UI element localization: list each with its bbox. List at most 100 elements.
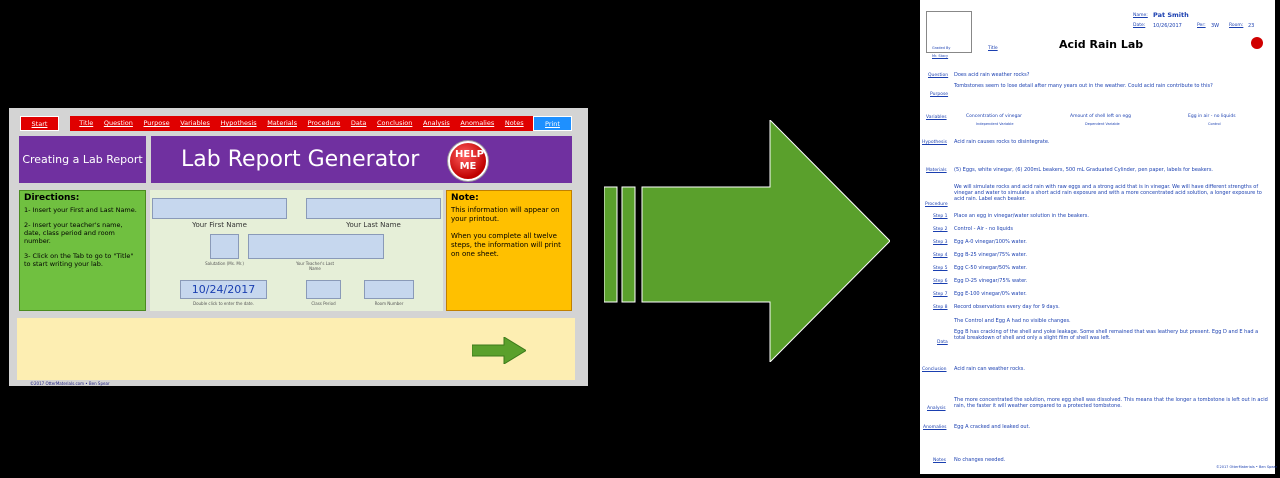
conclusion-label: Conclusion bbox=[922, 367, 947, 372]
dependent-variable: Amount of shell left on egg bbox=[1070, 114, 1132, 119]
anomalies-text: Egg A cracked and leaked out. bbox=[954, 424, 1031, 430]
direction-step: 3- Click on the Tab to go to "Title" to … bbox=[24, 252, 134, 268]
tab-notes[interactable]: Notes bbox=[504, 119, 524, 127]
tab-variables[interactable]: Variables bbox=[180, 119, 210, 127]
page-title: Lab Report Generator bbox=[151, 136, 572, 183]
data-text: The Control and Egg A had no visible cha… bbox=[954, 318, 1071, 324]
first-name-label: Your First Name bbox=[192, 221, 247, 229]
tab-procedure[interactable]: Procedure bbox=[307, 119, 341, 127]
teacher-name-input[interactable] bbox=[248, 234, 384, 259]
next-arrow-button[interactable] bbox=[472, 337, 526, 364]
anomalies-label: Anomalies bbox=[923, 425, 947, 430]
printout-footer: ©2017 OtterMaterials • Ben Spear bbox=[1216, 465, 1278, 469]
copyright-footer: ©2017 OtterMaterials.com • Ben Spear bbox=[30, 381, 110, 386]
note-heading: Note: bbox=[451, 193, 479, 203]
step-label: Step 4 bbox=[933, 253, 948, 258]
help-me-button[interactable]: HELP ME bbox=[448, 141, 488, 181]
step-text: Egg B-25 vinegar/75% water. bbox=[954, 252, 1027, 258]
graded-by-label: Graded By bbox=[932, 46, 951, 50]
tab-anomalies[interactable]: Anomalies bbox=[460, 119, 495, 127]
class-period-label: Class Period bbox=[311, 301, 336, 306]
step-text: Egg D-25 vinegar/75% water. bbox=[954, 278, 1028, 284]
student-name: Pat Smith bbox=[1153, 11, 1189, 19]
period-label: Per: bbox=[1197, 23, 1206, 28]
tab-start[interactable]: Start bbox=[20, 116, 59, 131]
tab-bar: Start Title Question Purpose Variables H… bbox=[17, 116, 575, 131]
last-name-input[interactable] bbox=[306, 198, 441, 219]
variables-label: Variables bbox=[926, 115, 947, 120]
direction-step: 1- Insert your First and Last Name. bbox=[24, 206, 137, 214]
period-value: 3W bbox=[1211, 23, 1220, 29]
notes-text: No changes needed. bbox=[954, 457, 1006, 463]
direction-step: 2- Insert your teacher's name, date, cla… bbox=[24, 221, 123, 245]
printout-sheet: Graded By Mr. Stacy Name: Pat Smith Date… bbox=[920, 0, 1278, 474]
step-text: Control - Air - no liquids bbox=[954, 226, 1014, 232]
tab-materials[interactable]: Materials bbox=[267, 119, 297, 127]
note-panel: Note: This information will appear on yo… bbox=[446, 190, 572, 311]
room-number-input[interactable] bbox=[364, 280, 414, 299]
tab-title[interactable]: Title bbox=[79, 119, 94, 127]
salutation-label: Salutation (Ms. Mr.) bbox=[205, 261, 244, 266]
purpose-text: Tombstones seem to lose detail after man… bbox=[954, 83, 1213, 89]
procedure-text: We will simulate rocks and acid rain wit… bbox=[954, 184, 1262, 202]
date-field[interactable]: 10/24/2017 bbox=[180, 280, 267, 299]
room-label: Room: bbox=[1229, 23, 1244, 28]
tab-conclusion[interactable]: Conclusion bbox=[376, 119, 413, 127]
name-label: Name: bbox=[1133, 13, 1148, 18]
help-label: HELP ME bbox=[455, 149, 484, 172]
analysis-text: The more concentrated the solution, more… bbox=[954, 397, 1268, 409]
photo-box bbox=[926, 11, 972, 53]
data-label: Data bbox=[937, 340, 948, 345]
date-label: Date: bbox=[1133, 23, 1146, 28]
notes-label: Notes bbox=[933, 458, 946, 463]
student-info-form: Your First Name Your Last Name Salutatio… bbox=[150, 190, 443, 311]
step-label: Step 6 bbox=[933, 279, 948, 284]
hypothesis-text: Acid rain causes rocks to disintegrate. bbox=[954, 139, 1050, 145]
step-text: Record observations every day for 9 days… bbox=[954, 304, 1060, 310]
teacher-name-label: Your Teacher's Last Name bbox=[295, 261, 335, 271]
help-badge-icon bbox=[1251, 37, 1263, 49]
hypothesis-label: Hypothesis bbox=[922, 140, 947, 145]
tab-question[interactable]: Question bbox=[103, 119, 133, 127]
step-label: Step 5 bbox=[933, 266, 948, 271]
data-text: Egg B has cracking of the shell and yoke… bbox=[954, 329, 1259, 341]
step-label: Step 8 bbox=[933, 305, 948, 310]
analysis-label: Analysis bbox=[927, 406, 946, 411]
tab-hypothesis[interactable]: Hypothesis bbox=[220, 119, 257, 127]
step-label: Step 1 bbox=[933, 214, 948, 219]
step-label: Step 2 bbox=[933, 227, 948, 232]
materials-label: Materials bbox=[926, 168, 947, 173]
procedure-label: Procedure bbox=[925, 202, 948, 207]
step-text: Egg A-0 vinegar/100% water. bbox=[954, 239, 1027, 245]
purpose-label: Purpose bbox=[930, 92, 949, 97]
dependent-variable-type: Dependent Variable bbox=[1085, 122, 1120, 126]
class-period-input[interactable] bbox=[306, 280, 341, 299]
salutation-input[interactable] bbox=[210, 234, 239, 259]
last-name-label: Your Last Name bbox=[346, 221, 401, 229]
conclusion-text: Acid rain can weather rocks. bbox=[954, 366, 1025, 372]
independent-variable: Concentration of vinegar bbox=[966, 114, 1023, 119]
big-right-arrow-icon bbox=[604, 120, 890, 362]
section-title: Creating a Lab Report bbox=[19, 136, 146, 183]
step-text: Place an egg in vinegar/water solution i… bbox=[954, 213, 1089, 219]
print-button[interactable]: Print bbox=[533, 116, 572, 131]
tab-data[interactable]: Data bbox=[350, 119, 367, 127]
control-variable-type: Control bbox=[1208, 122, 1221, 126]
note-text: This information will appear on your pri… bbox=[451, 206, 560, 223]
independent-variable-type: Independent Variable bbox=[976, 122, 1014, 126]
step-label: Step 3 bbox=[933, 240, 948, 245]
first-name-input[interactable] bbox=[152, 198, 287, 219]
date-value: 10/26/2017 bbox=[1153, 23, 1182, 29]
question-text: Does acid rain weather rocks? bbox=[954, 72, 1030, 78]
tab-analysis[interactable]: Analysis bbox=[423, 119, 450, 127]
control-variable: Egg in air - no liquids bbox=[1188, 114, 1236, 119]
question-label: Question bbox=[928, 73, 949, 78]
step-label: Step 7 bbox=[933, 292, 948, 297]
step-text: Egg C-50 vinegar/50% water. bbox=[954, 265, 1027, 271]
date-hint: Double click to enter the date. bbox=[192, 301, 254, 306]
teacher-name: Mr. Stacy bbox=[932, 54, 949, 58]
directions-panel: Directions: 1- Insert your First and Las… bbox=[19, 190, 146, 311]
room-number-label: Room Number bbox=[374, 301, 404, 306]
title-label: Title bbox=[988, 46, 998, 51]
tab-purpose[interactable]: Purpose bbox=[143, 119, 170, 127]
